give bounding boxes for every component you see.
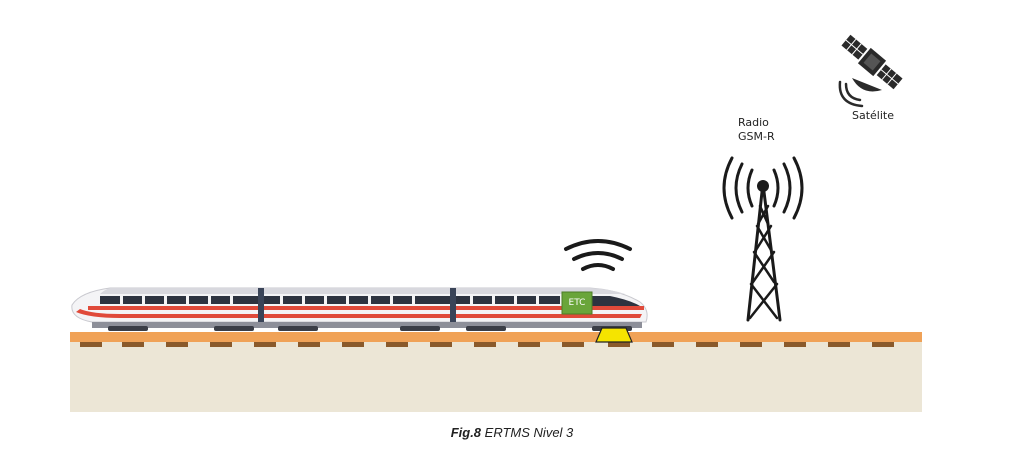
rail [70,332,922,342]
figure-title: ERTMS Nivel 3 [484,425,574,440]
satellite-label: Satélite [852,109,894,122]
train-icon [71,287,648,331]
etc-label: ETC [568,298,586,308]
sleepers [80,342,894,347]
satellite-icon [838,34,903,108]
antenna-top [757,180,769,192]
radio-tower-icon [722,156,804,322]
wireless-signal-icon [564,239,632,271]
ground [70,342,922,412]
figure-number: Fig.8 [450,425,482,440]
radio-label-line2: GSM-R [738,130,775,143]
radio-label-line1: Radio [738,116,769,129]
etc-unit-icon [561,291,593,315]
figure-caption: Fig.8 ERTMS Nivel 3 [0,425,1024,440]
balise-icon [595,327,633,343]
radio-gsm-r-label: Radio GSM-R [738,116,775,144]
